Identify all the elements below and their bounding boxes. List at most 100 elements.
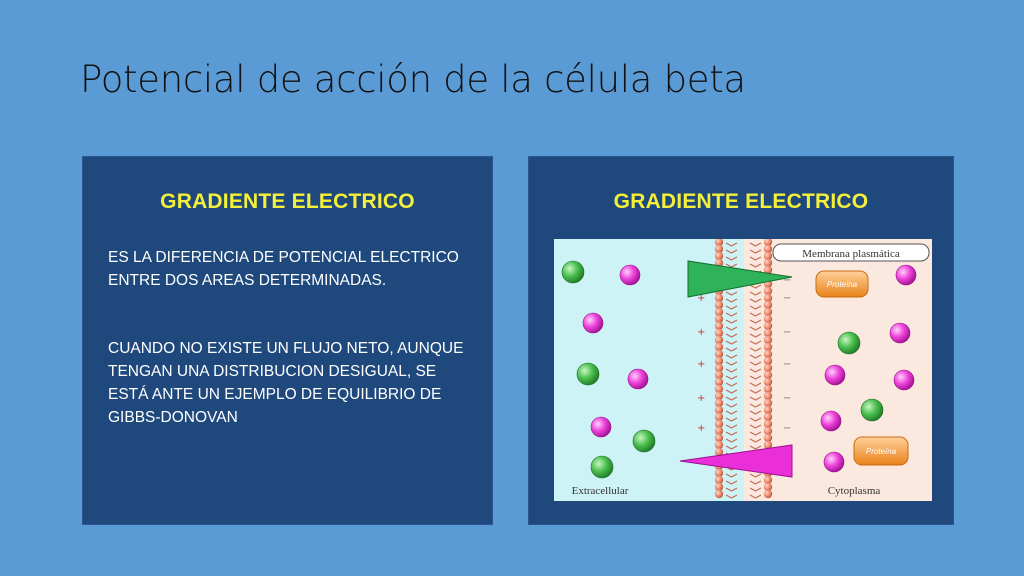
- minus-sign: −: [783, 293, 791, 304]
- lipid-head: [763, 433, 773, 443]
- lipid-head: [763, 419, 773, 429]
- lipid-head: [714, 377, 724, 387]
- lipid-head: [714, 363, 724, 373]
- anion-ion: [582, 312, 604, 334]
- lipid-head: [763, 482, 773, 492]
- lipid-tail: [725, 396, 738, 401]
- plus-sign: +: [697, 293, 705, 304]
- lipid-tail: [749, 431, 762, 436]
- lipid-tail: [725, 333, 738, 338]
- plus-sign: +: [697, 393, 705, 404]
- lipid-tail: [725, 319, 738, 324]
- lipid-head: [714, 307, 724, 317]
- lipid-tail: [749, 389, 762, 394]
- lipid-tail: [749, 340, 762, 345]
- lipid-tail: [749, 375, 762, 380]
- anion-ion: [590, 416, 612, 438]
- membrane-diagram-svg: +++++ −−−−−−− Membrana plasmática Proteí…: [554, 239, 932, 501]
- minus-sign: −: [783, 327, 791, 338]
- protein-label: Proteína: [827, 280, 858, 289]
- cation-ion: [860, 398, 884, 422]
- lipid-head: [714, 468, 724, 478]
- lipid-head: [763, 356, 773, 366]
- lipid-head: [763, 307, 773, 317]
- lipid-tail: [749, 396, 762, 401]
- lipid-tail: [749, 298, 762, 303]
- lipid-head: [714, 384, 724, 394]
- lipid-head: [763, 286, 773, 296]
- lipid-tail: [749, 312, 762, 317]
- lipid-head: [714, 433, 724, 443]
- lipid-tail: [725, 403, 738, 408]
- lipid-head: [714, 391, 724, 401]
- anion-ion: [889, 322, 911, 344]
- anion-ion: [627, 368, 649, 390]
- lipid-tail: [749, 333, 762, 338]
- lipid-head: [763, 489, 773, 499]
- lipid-tail: [749, 242, 762, 247]
- lipid-tail: [749, 326, 762, 331]
- lipid-head: [714, 328, 724, 338]
- lipid-head: [763, 391, 773, 401]
- lipid-tail: [725, 382, 738, 387]
- lipid-tail: [749, 347, 762, 352]
- lipid-tail: [749, 417, 762, 422]
- lipid-head: [763, 475, 773, 485]
- cation-gradient-wedge: [687, 260, 793, 298]
- cation-ion: [632, 429, 656, 453]
- plus-sign: +: [697, 327, 705, 338]
- lipid-tail: [725, 361, 738, 366]
- minus-sign: −: [783, 423, 791, 434]
- lipid-tail: [725, 298, 738, 303]
- lipid-tail: [725, 347, 738, 352]
- gibbs-donnan-paragraph: CUANDO NO EXISTE UN FLUJO NETO, AUNQUE T…: [108, 340, 464, 426]
- lipid-tail: [725, 424, 738, 429]
- lipid-head: [714, 412, 724, 422]
- lipid-tail: [749, 284, 762, 289]
- lipid-tail: [725, 417, 738, 422]
- definition-heading: GRADIENTE ELECTRICO: [160, 190, 415, 213]
- protein: [815, 270, 869, 298]
- lipid-tail: [749, 249, 762, 254]
- lipid-bilayer: [714, 239, 773, 499]
- lipid-head: [714, 398, 724, 408]
- lipid-head: [714, 356, 724, 366]
- definition-paragraph: ES LA DIFERENCIA DE POTENCIAL ELECTRICO …: [108, 249, 459, 289]
- lipid-head: [714, 426, 724, 436]
- lipid-tail: [725, 473, 738, 478]
- lipid-tail: [749, 256, 762, 261]
- minus-sign: −: [783, 359, 791, 370]
- lipid-tail: [749, 305, 762, 310]
- lipid-tail: [725, 242, 738, 247]
- minus-sign: −: [783, 275, 791, 286]
- lipid-head: [714, 349, 724, 359]
- lipid-head: [714, 251, 724, 261]
- lipid-tail: [725, 263, 738, 268]
- lipid-tail: [725, 354, 738, 359]
- lipid-head: [714, 335, 724, 345]
- lipid-head: [714, 342, 724, 352]
- lipid-head: [714, 482, 724, 492]
- lipid-head: [714, 239, 724, 247]
- lipid-tail: [749, 494, 762, 499]
- lipid-tail: [749, 263, 762, 268]
- anion-ion: [619, 264, 641, 286]
- lipid-tail: [725, 340, 738, 345]
- lipid-head: [714, 244, 724, 254]
- lipid-tail: [749, 473, 762, 478]
- lipid-head: [714, 321, 724, 331]
- lipid-head: [763, 265, 773, 275]
- slide-title: Potencial de acción de la célula beta: [80, 58, 746, 101]
- lipid-tail: [749, 403, 762, 408]
- lipid-head: [763, 426, 773, 436]
- lipid-head: [763, 258, 773, 268]
- lipid-tail: [749, 319, 762, 324]
- diagram-heading: GRADIENTE ELECTRICO: [613, 190, 869, 213]
- lipid-tail: [749, 410, 762, 415]
- anion-gradient-wedge: [679, 444, 793, 478]
- lipid-head: [714, 314, 724, 324]
- lipid-head: [714, 293, 724, 303]
- lipid-head: [714, 475, 724, 485]
- lipid-head: [763, 251, 773, 261]
- lipid-head: [714, 440, 724, 450]
